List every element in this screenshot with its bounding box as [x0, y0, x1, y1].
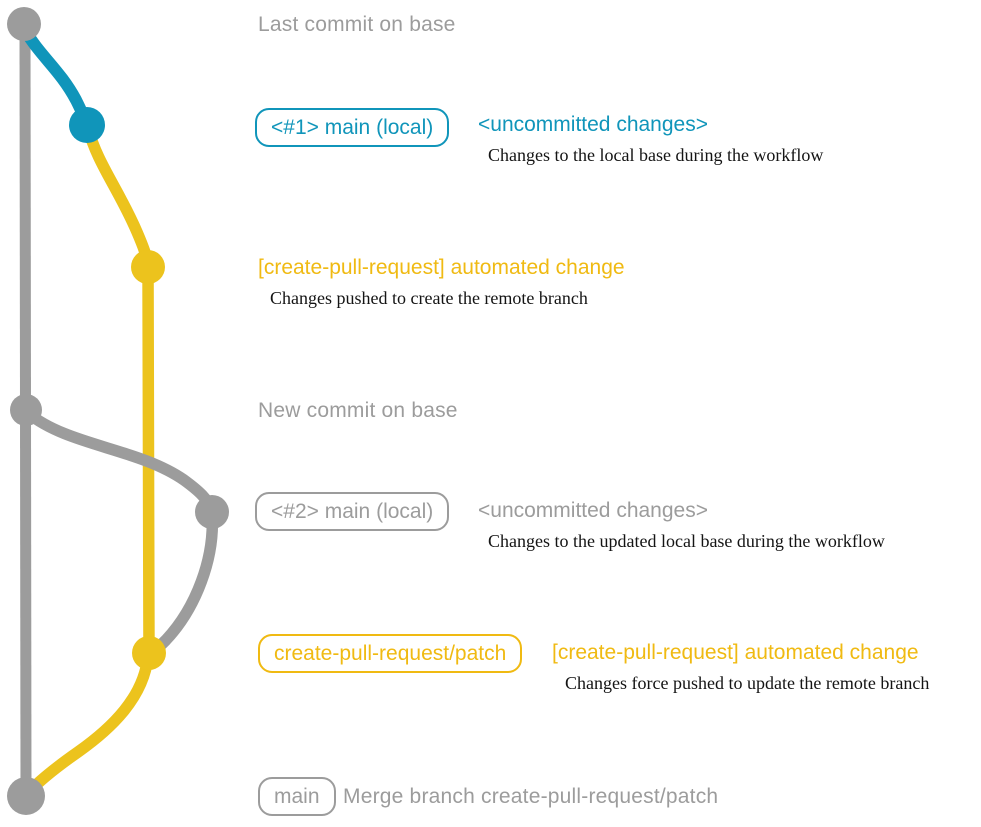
commit-node-local-2 [195, 495, 229, 529]
commit3-description: Changes to the updated local base during… [488, 531, 885, 551]
commit-node-last-base [7, 7, 41, 41]
local-branch-2-out-line [22, 407, 218, 517]
branch-badge-main-local-2: <#2> main (local) [255, 492, 450, 531]
local-branch-2-merge-line [145, 508, 219, 660]
commit-node-merge [7, 777, 45, 815]
commit-graph [7, 7, 229, 815]
branch-badge-main-local-1: <#1> main (local) [255, 108, 450, 147]
commit2-title: [create-pull-request] automated change [258, 256, 625, 279]
commit2-description: Changes pushed to create the remote bran… [270, 288, 588, 308]
merge-commit-label: Merge branch create-pull-request/patch [343, 785, 719, 808]
commit3-title: <uncommitted changes> [478, 499, 708, 522]
commit4-description: Changes force pushed to update the remot… [565, 673, 930, 693]
branch-badge-create-pull-request-patch: create-pull-request/patch [258, 634, 523, 673]
commit-node-remote-2 [132, 636, 166, 670]
commit-node-remote-1 [131, 250, 165, 284]
commit-node-new-base [10, 394, 42, 426]
commit-node-local-1 [69, 107, 105, 143]
branch-badge-main: main [258, 777, 336, 816]
commit1-title: <uncommitted changes> [478, 113, 708, 136]
commit1-description: Changes to the local base during the wor… [488, 145, 824, 165]
remote-branch-merge-line [22, 650, 154, 799]
new-commit-label: New commit on base [258, 399, 458, 422]
commit4-title: [create-pull-request] automated change [552, 641, 919, 664]
last-commit-label: Last commit on base [258, 13, 456, 36]
remote-branch-create-line [82, 122, 154, 273]
